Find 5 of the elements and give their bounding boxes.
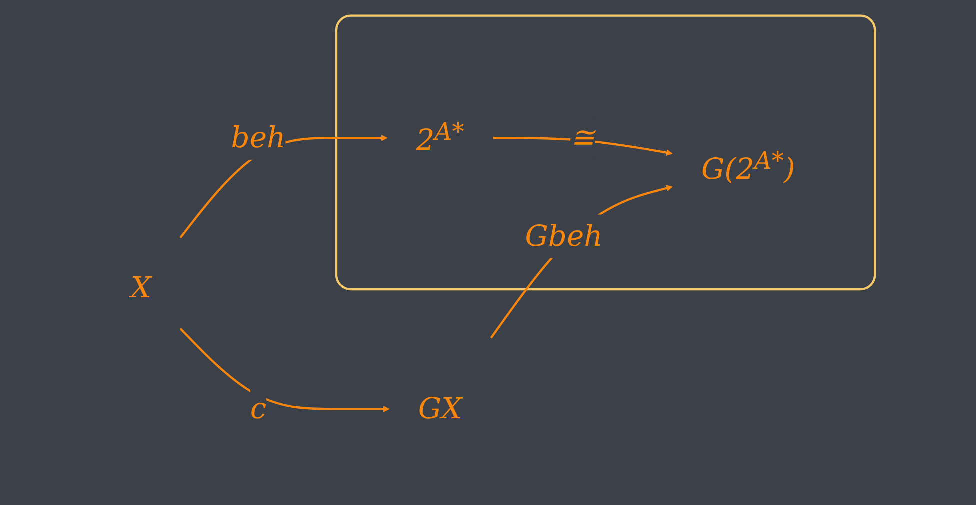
math-label: 2$^{A*}$ [416, 117, 464, 158]
math-label: G(2$^{A*}$) [701, 146, 795, 187]
edge-label: Gbeh [524, 214, 602, 258]
math-label: X [130, 272, 152, 305]
math-label: GX [418, 392, 462, 426]
